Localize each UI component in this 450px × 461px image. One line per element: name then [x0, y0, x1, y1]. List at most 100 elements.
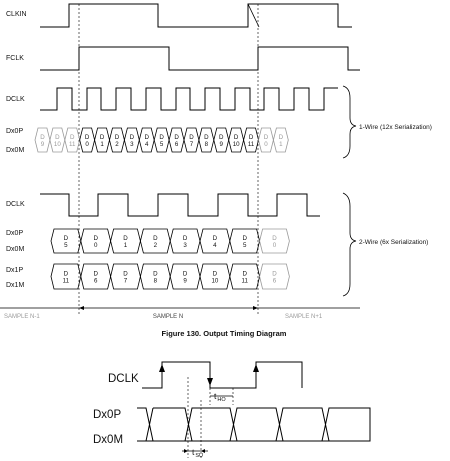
data-cell-letter: D: [213, 235, 218, 242]
figure-caption: Figure 130. Output Timing Diagram: [162, 329, 287, 338]
sample-cur-label: SAMPLE N: [153, 314, 183, 320]
data-cell-index: 11: [248, 141, 255, 148]
data-cell-index: 1: [279, 141, 283, 148]
data-cell-letter: D: [130, 134, 135, 141]
data-cell-letter: D: [219, 134, 224, 141]
dclk-1wire-waveform: [40, 87, 338, 111]
data-cell-index: 7: [190, 141, 194, 148]
data-cell-letter: D: [183, 271, 188, 278]
data-cell-index: 1: [124, 242, 128, 249]
clkin-edge-arrow: [247, 3, 260, 28]
sample-prev-label: SAMPLE N-1: [4, 314, 40, 320]
data-cell-index: 1: [100, 141, 104, 148]
data-cell-index: 8: [205, 141, 209, 148]
data-cell: [259, 263, 290, 290]
data-cell-index: 7: [124, 278, 128, 285]
data-cell-index: 0: [85, 141, 89, 148]
dx1m-2wire-label: Dx1M: [6, 282, 24, 289]
data-cell-letter: D: [123, 235, 128, 242]
dclk-rise-arrow-1: [159, 364, 165, 372]
dclk-rise-arrow-2: [253, 364, 259, 372]
data-cell-letter: D: [213, 271, 218, 278]
bottom-data-eyes: [137, 407, 371, 442]
data-cell-index: 6: [175, 141, 179, 148]
data-cell-index: 5: [64, 242, 68, 249]
data-cell-letter: D: [242, 235, 247, 242]
data-cell-letter: D: [272, 271, 277, 278]
twowire-label: 2-Wire (6x Serialization): [359, 239, 428, 246]
data-cell-index: 10: [233, 141, 240, 148]
data-cell-letter: D: [174, 134, 179, 141]
data-cell-letter: D: [153, 235, 158, 242]
data-cell-index: 8: [154, 278, 158, 285]
sample-n-arrow-right: [253, 306, 258, 310]
dx0m-2wire-label: Dx0M: [6, 246, 24, 253]
bottom-dclk-waveform: [142, 361, 303, 389]
data-cell-letter: D: [279, 134, 284, 141]
data-cell-index: 11: [69, 141, 76, 148]
tsu-arrow-right: [201, 449, 205, 453]
data-cell-letter: D: [145, 134, 150, 141]
data-cell-letter: D: [93, 271, 98, 278]
dx0m-1wire-label: Dx0M: [6, 147, 24, 154]
data-cell-index: 0: [273, 242, 277, 249]
data-cell-letter: D: [264, 134, 269, 141]
dx0p-1wire-label: Dx0P: [6, 128, 23, 135]
data-cell-index: 10: [211, 278, 218, 285]
data-cell-index: 9: [220, 141, 224, 148]
clkin-label: CLKIN: [6, 11, 27, 18]
data-cell-letter: D: [234, 134, 239, 141]
data-cell-index: 3: [183, 242, 187, 249]
data-cell-letter: D: [159, 134, 164, 141]
data-cell-letter: D: [93, 235, 98, 242]
data-cell-letter: D: [123, 271, 128, 278]
data-cell-index: 5: [160, 141, 164, 148]
twowire-brace: [342, 192, 357, 297]
data-cell-letter: D: [204, 134, 209, 141]
data-cell-letter: D: [70, 134, 75, 141]
data-cell-letter: D: [85, 134, 90, 141]
dclk-2wire-waveform: [40, 193, 320, 217]
data-cell: [272, 127, 289, 153]
tho-label: tHO: [214, 391, 226, 403]
data-cell-letter: D: [272, 235, 277, 242]
onewire-label: 1-Wire (12x Serialization): [359, 124, 432, 131]
onewire-brace: [342, 85, 357, 159]
data-cell-index: 2: [115, 141, 119, 148]
data-cell-index: 3: [130, 141, 134, 148]
data-cell-letter: D: [249, 134, 254, 141]
data-cell: [259, 228, 290, 254]
data-cell-index: 6: [273, 278, 277, 285]
tsu-arrow-left: [184, 449, 188, 453]
data-cell-index: 11: [241, 278, 248, 285]
data-cell-index: 4: [145, 141, 149, 148]
data-cell-letter: D: [40, 134, 45, 141]
bottom-dclk-label: DCLK: [108, 373, 139, 385]
data-cell-letter: D: [64, 271, 69, 278]
data-cell-index: 10: [54, 141, 61, 148]
sample-n-arrow-left: [79, 306, 84, 310]
data-cell-letter: D: [242, 271, 247, 278]
data-cell-index: 4: [213, 242, 217, 249]
data-cell-letter: D: [115, 134, 120, 141]
data-cell-index: 5: [243, 242, 247, 249]
clkin-waveform: [40, 3, 352, 28]
sample-next-label: SAMPLE N+1: [285, 314, 323, 320]
data-cell-index: 9: [41, 141, 45, 148]
dclk-1wire-label: DCLK: [6, 96, 25, 103]
data-cell-index: 0: [264, 141, 268, 148]
fclk-waveform: [40, 46, 360, 71]
bottom-dx0m-label: Dx0M: [93, 434, 123, 446]
data-cell-letter: D: [55, 134, 60, 141]
dclk-2wire-label: DCLK: [6, 201, 25, 208]
data-cell-letter: D: [183, 235, 188, 242]
data-cell-letter: D: [100, 134, 105, 141]
data-cell-index: 2: [154, 242, 158, 249]
data-cell-letter: D: [189, 134, 194, 141]
data-cell-letter: D: [153, 271, 158, 278]
data-cell-index: 11: [63, 278, 70, 285]
dx0p-2wire-label: Dx0P: [6, 230, 23, 237]
